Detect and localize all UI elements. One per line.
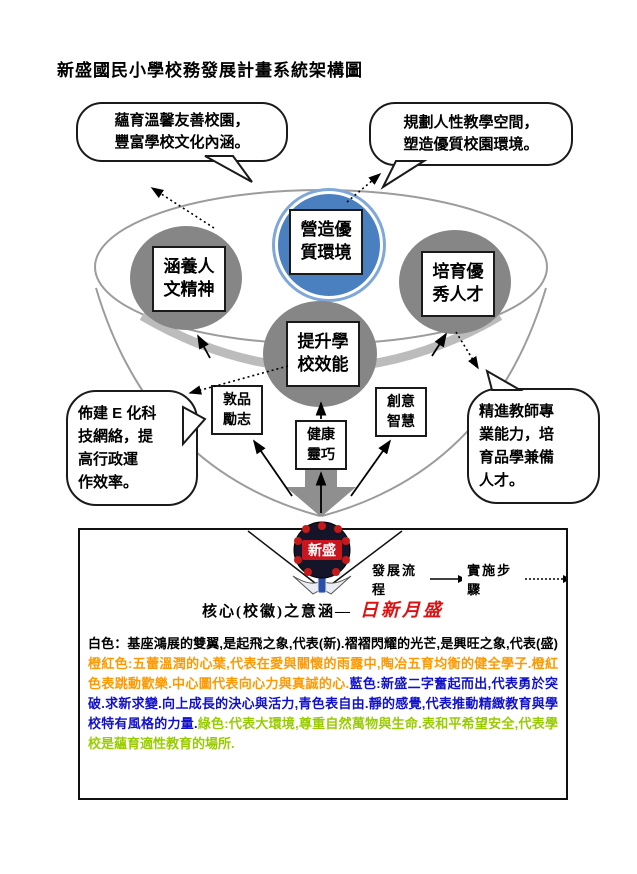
legend: 發展流程 實施步驟 (372, 560, 566, 598)
flow-arrow-right-up (431, 332, 447, 357)
solid-arrow-icon (430, 575, 463, 583)
flow-arrow-left-up (197, 334, 211, 359)
school-emblem: 新盛 (291, 520, 353, 600)
bubble-left: 佈建 E 化科 技網絡，提 高行政運 作效率。 (66, 390, 198, 506)
node-label-humanity: 涵養人 文精神 (152, 246, 226, 312)
core-meaning-highlight: 日新月盛 (360, 600, 444, 620)
legend-flow-label: 發展流程 (372, 563, 418, 597)
down-block-arrow (286, 463, 356, 517)
flow-arrow-to-creativity (350, 439, 392, 497)
page-title: 新盛國民小學校務發展計畫系統架構圖 (57, 61, 363, 80)
node-label-quality-env: 營造優 質環境 (289, 209, 363, 275)
dotted-arrow-to-top-left-bubble (150, 187, 215, 229)
dotted-arrow-icon (525, 575, 566, 583)
school-emblem-icon: 新盛 (292, 521, 352, 595)
node-label-effectiveness: 提升學 校效能 (286, 321, 360, 387)
color-meaning-paragraph: 白色：基座鴻展的雙翼,是起飛之象,代表(新).褶褶閃耀的光芒,是興旺之象,代表(… (88, 636, 558, 751)
emblem-name-text: 新盛 (308, 542, 336, 558)
dotted-arrow-to-right-bubble (455, 331, 479, 370)
bubble-top-right: 規劃人性教學空間， 塑造優質校園環境。 (369, 102, 573, 166)
emblem-shield (317, 575, 327, 594)
bubble-right: 精進教師專 業能力，培 育品學兼備 人才。 (467, 388, 600, 504)
bubble-top-left: 蘊育溫馨友善校園， 豐富學校文化內涵。 (76, 102, 288, 162)
core-meaning-prefix: 核心(校徽)之意涵— (202, 604, 352, 620)
value-box-creativity: 創意 智慧 (375, 387, 427, 437)
value-box-moral: 敦品 勵志 (211, 385, 263, 435)
node-label-talent: 培育優 秀人才 (421, 251, 495, 317)
core-meaning-line: 核心(校徽)之意涵— 日新月盛 (80, 596, 566, 622)
value-box-health: 健康 靈巧 (295, 420, 347, 470)
flow-arrow-to-moral (252, 439, 293, 497)
legend-steps-label: 實施步驟 (467, 563, 513, 597)
